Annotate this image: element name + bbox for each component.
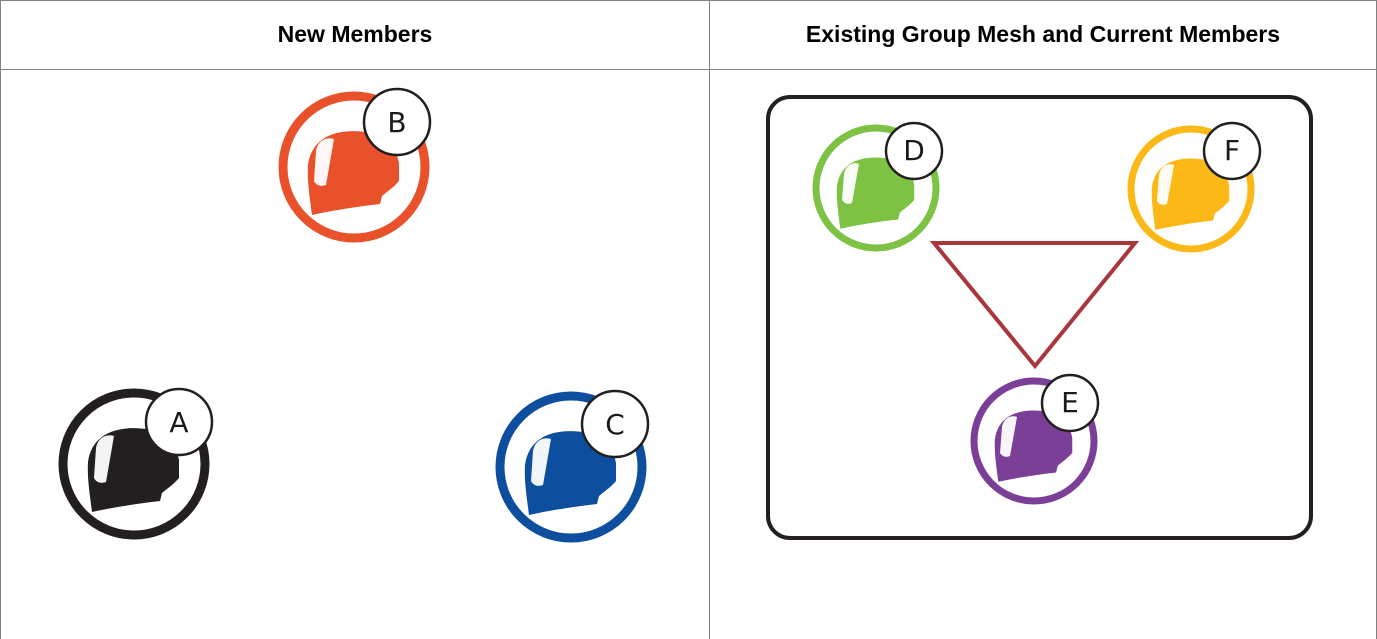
header-new-members: New Members (277, 21, 433, 47)
badge-b (362, 87, 432, 157)
header-divider (0, 69, 1377, 70)
table-top-border (0, 0, 1377, 1)
member-a: A (58, 387, 214, 540)
member-b: B (278, 87, 432, 243)
member-b-label: B (387, 106, 406, 139)
member-a-label: A (169, 406, 188, 439)
badge-e (1040, 373, 1100, 433)
column-divider (709, 0, 710, 639)
member-d-label: D (903, 134, 925, 167)
member-c: C (495, 389, 650, 543)
member-c-label: C (605, 408, 625, 441)
member-d: D (812, 121, 944, 252)
badge-f (1202, 121, 1262, 181)
table-left-border (0, 0, 1, 639)
mesh-connection-triangle (929, 241, 1140, 370)
badge-c (580, 389, 650, 459)
badge-a (144, 387, 214, 457)
badge-d (884, 121, 944, 181)
group-mesh-box (766, 95, 1313, 540)
member-f: F (1127, 121, 1262, 253)
member-f-label: F (1224, 134, 1240, 167)
member-e: E (970, 373, 1100, 505)
header-existing-group-mesh: Existing Group Mesh and Current Members (805, 21, 1281, 47)
member-e-label: E (1061, 386, 1079, 419)
